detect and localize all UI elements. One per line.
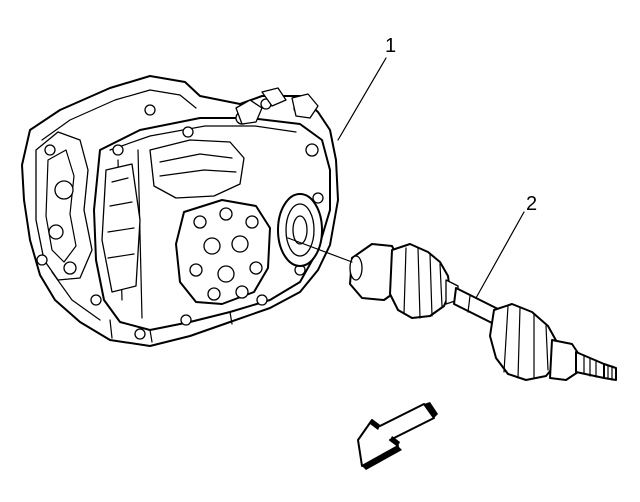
callout-2-label: 2 [526, 193, 537, 215]
callout-1-label: 1 [385, 35, 396, 57]
callout-2: 2 [475, 193, 537, 299]
arrow-down-left-icon [357, 402, 438, 470]
install-guide-line [287, 237, 353, 263]
transaxle-housing [21, 75, 339, 347]
drive-axle-assembly [349, 243, 617, 381]
callout-1: 1 [337, 35, 396, 141]
